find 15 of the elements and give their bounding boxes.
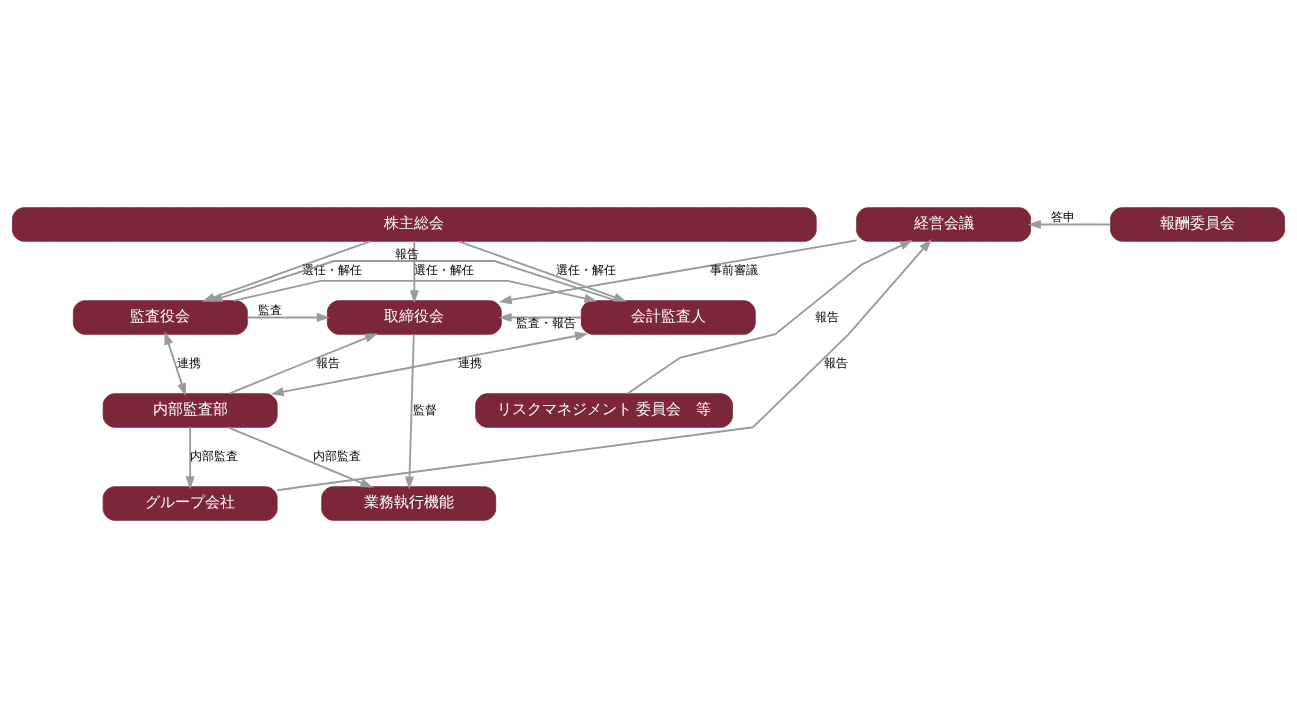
- edge-label: 答申: [1051, 210, 1076, 225]
- edge-label: 選任・解任: [556, 263, 617, 278]
- edge-label: 監査: [258, 303, 283, 318]
- edge-label: 連携: [177, 356, 202, 371]
- edge-label: 監督: [412, 402, 437, 417]
- edge-label: 連携: [458, 356, 483, 371]
- edge-label: 報告: [823, 356, 848, 371]
- edge-label: 報告: [815, 309, 840, 324]
- edge-label: 内部監査: [190, 449, 239, 464]
- edge-label: 内部監査: [313, 449, 362, 464]
- edge-label: 選任・解任: [414, 263, 475, 278]
- edge-label: 報告: [315, 356, 340, 371]
- edge-label: 報告: [394, 246, 419, 261]
- edge-label: 事前審議: [710, 263, 759, 278]
- edge-label: 監査・報告: [515, 316, 576, 331]
